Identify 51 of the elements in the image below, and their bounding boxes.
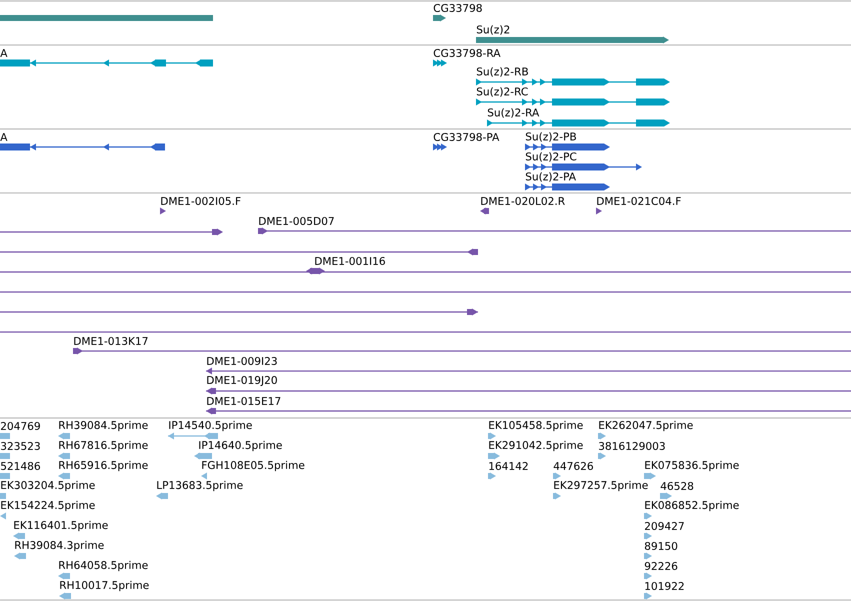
track-label: 447626	[554, 462, 593, 470]
track-label: 521486	[1, 462, 40, 470]
track-label: DME1-019J20	[207, 376, 277, 386]
track-label: EK105458.5prime	[489, 420, 583, 432]
track-label: DME1-020L02.R	[481, 196, 565, 205]
track-label: A	[0, 133, 8, 141]
track-label: 92226	[644, 562, 678, 570]
track-label: DME1-021C04.F	[597, 196, 681, 205]
track-label: DME1-009I23	[207, 356, 277, 365]
track-label: DME1-001I16	[315, 256, 385, 265]
track-label: RH65916.5prime	[59, 460, 148, 472]
track-label: 89150	[644, 542, 678, 550]
track-label: 209427	[645, 522, 684, 530]
track-label: RH67816.5prime	[59, 440, 148, 452]
track-label: Su(z)2-PA	[526, 172, 576, 182]
track-label: DME1-002I05.F	[161, 196, 240, 205]
track-label: 101922	[645, 582, 684, 590]
track-label: A	[0, 49, 8, 57]
track-label: DME1-005D07	[259, 216, 334, 225]
track-label: CG33798-PA	[434, 132, 500, 141]
track-label: RH64058.5prime	[59, 560, 148, 572]
track-label: Su(z)2-RB	[476, 67, 528, 77]
track-label: EK075836.5prime	[645, 460, 739, 472]
track-label: Su(z)2-RC	[476, 87, 528, 97]
track-label: LP13683.5prime	[157, 480, 243, 492]
track-label: EK154224.5prime	[1, 500, 95, 512]
track-label: 3816129003	[599, 442, 665, 450]
track-label: Su(z)2-RA	[488, 108, 540, 118]
track-label: DME1-013K17	[74, 336, 148, 345]
track-label: EK116401.5prime	[14, 520, 108, 532]
track-label: EK297257.5prime	[554, 480, 648, 492]
track-label: CG33798-RA	[434, 48, 500, 57]
track-label: IP14640.5prime	[199, 440, 282, 452]
track-label: 164142	[489, 462, 528, 470]
track-label: RH39084.5prime	[59, 420, 148, 432]
track-label: Su(z)2-PB	[526, 132, 576, 142]
track-label: Su(z)2-PC	[526, 152, 576, 162]
track-label: RH39084.3prime	[15, 540, 104, 552]
track-label: IP14540.5prime	[169, 420, 252, 432]
track-label: FGH108E05.5prime	[202, 460, 304, 472]
track-label: 46528	[660, 482, 694, 490]
track-label: EK303204.5prime	[1, 480, 95, 492]
track-label: DME1-015E17	[207, 396, 280, 405]
track-label: RH10017.5prime	[60, 580, 149, 592]
track-label: 204769	[1, 422, 40, 430]
track-label: 323523	[1, 442, 40, 450]
track-label: CG33798	[434, 4, 482, 12]
track-label: EK086852.5prime	[645, 500, 739, 512]
track-label: EK291042.5prime	[489, 440, 583, 452]
track-label: Su(z)2	[476, 25, 510, 35]
track-label: EK262047.5prime	[599, 420, 693, 432]
